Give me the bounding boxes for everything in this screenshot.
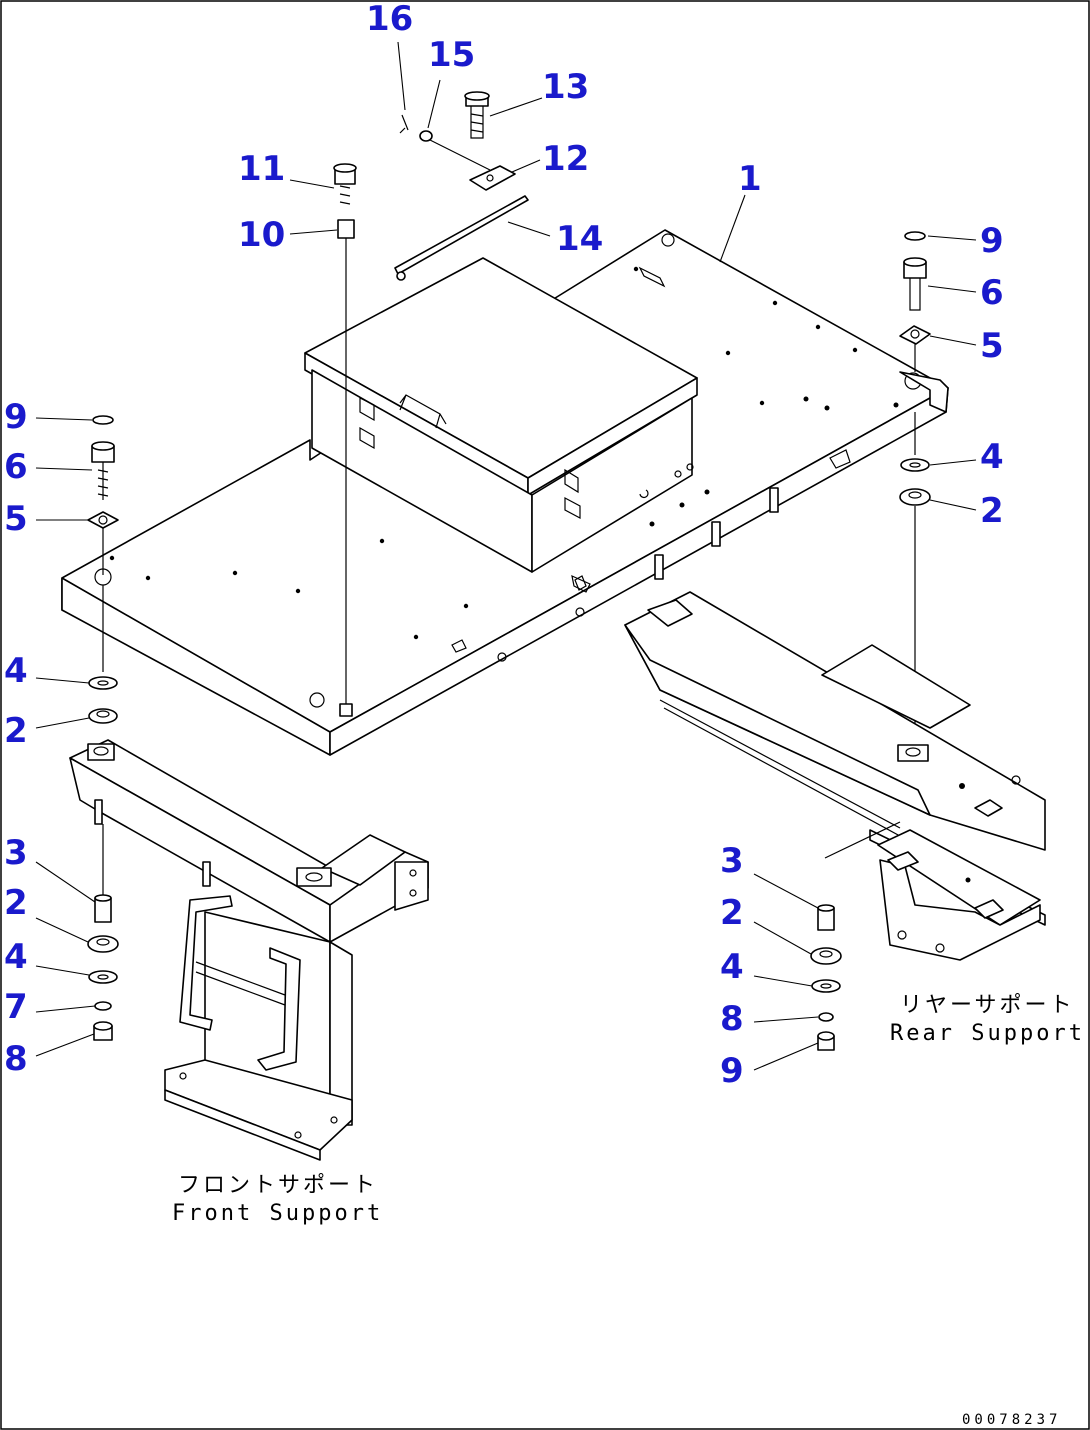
callout-11: 11 <box>238 149 285 189</box>
callout-9-right-top: 9 <box>980 221 1004 261</box>
callout-5-right: 5 <box>980 326 1004 366</box>
callout-2-right-top: 2 <box>980 491 1004 531</box>
callout-16: 16 <box>366 0 413 39</box>
callout-4-left-bottom: 4 <box>4 937 28 977</box>
callout-13: 13 <box>542 67 589 107</box>
callout-4-right-bottom: 4 <box>720 947 744 987</box>
captions: リヤーサポート Rear Support フロントサポート Front Supp… <box>172 993 1085 1428</box>
callout-8-right: 8 <box>720 999 744 1039</box>
rear-support-caption-en: Rear Support <box>890 1021 1085 1046</box>
callout-6-left: 6 <box>4 447 28 487</box>
right-fastener-stack <box>899 231 931 745</box>
callout-4-left-top: 4 <box>4 651 28 691</box>
callout-9-right-bottom: 9 <box>720 1051 744 1091</box>
tool-box <box>304 257 698 593</box>
callout-7: 7 <box>4 987 28 1027</box>
front-support <box>69 739 429 1161</box>
callout-3-right: 3 <box>720 841 744 881</box>
rear-support-caption-jp: リヤーサポート <box>900 993 1075 1018</box>
left-lower-stack <box>87 894 119 1041</box>
callout-2-left-bottom: 2 <box>4 883 28 923</box>
callout-6-right: 6 <box>980 273 1004 313</box>
top-fasteners <box>333 91 529 717</box>
callout-4-right-top: 4 <box>980 437 1004 477</box>
front-support-caption-jp: フロントサポート <box>178 1173 378 1198</box>
callout-1: 1 <box>738 159 762 199</box>
drawing-code: 00078237 <box>962 1412 1061 1428</box>
rear-support <box>624 591 1046 961</box>
callout-9-left: 9 <box>4 397 28 437</box>
callout-2-right-bottom: 2 <box>720 893 744 933</box>
callout-10: 10 <box>238 215 285 255</box>
callout-2-left-top: 2 <box>4 711 28 751</box>
callout-15: 15 <box>428 35 475 75</box>
callout-8-left: 8 <box>4 1039 28 1079</box>
front-support-caption-en: Front Support <box>172 1201 383 1226</box>
right-lower-stack <box>810 904 842 1051</box>
callout-labels: 1 16 15 13 12 14 11 10 9 6 5 4 2 9 6 5 4… <box>4 0 1004 1091</box>
callout-12: 12 <box>542 139 589 179</box>
callout-14: 14 <box>556 219 603 259</box>
leader-lines <box>35 41 977 1071</box>
callout-3-left: 3 <box>4 833 28 873</box>
left-fastener-stack <box>87 415 119 724</box>
callout-5-left: 5 <box>4 499 28 539</box>
